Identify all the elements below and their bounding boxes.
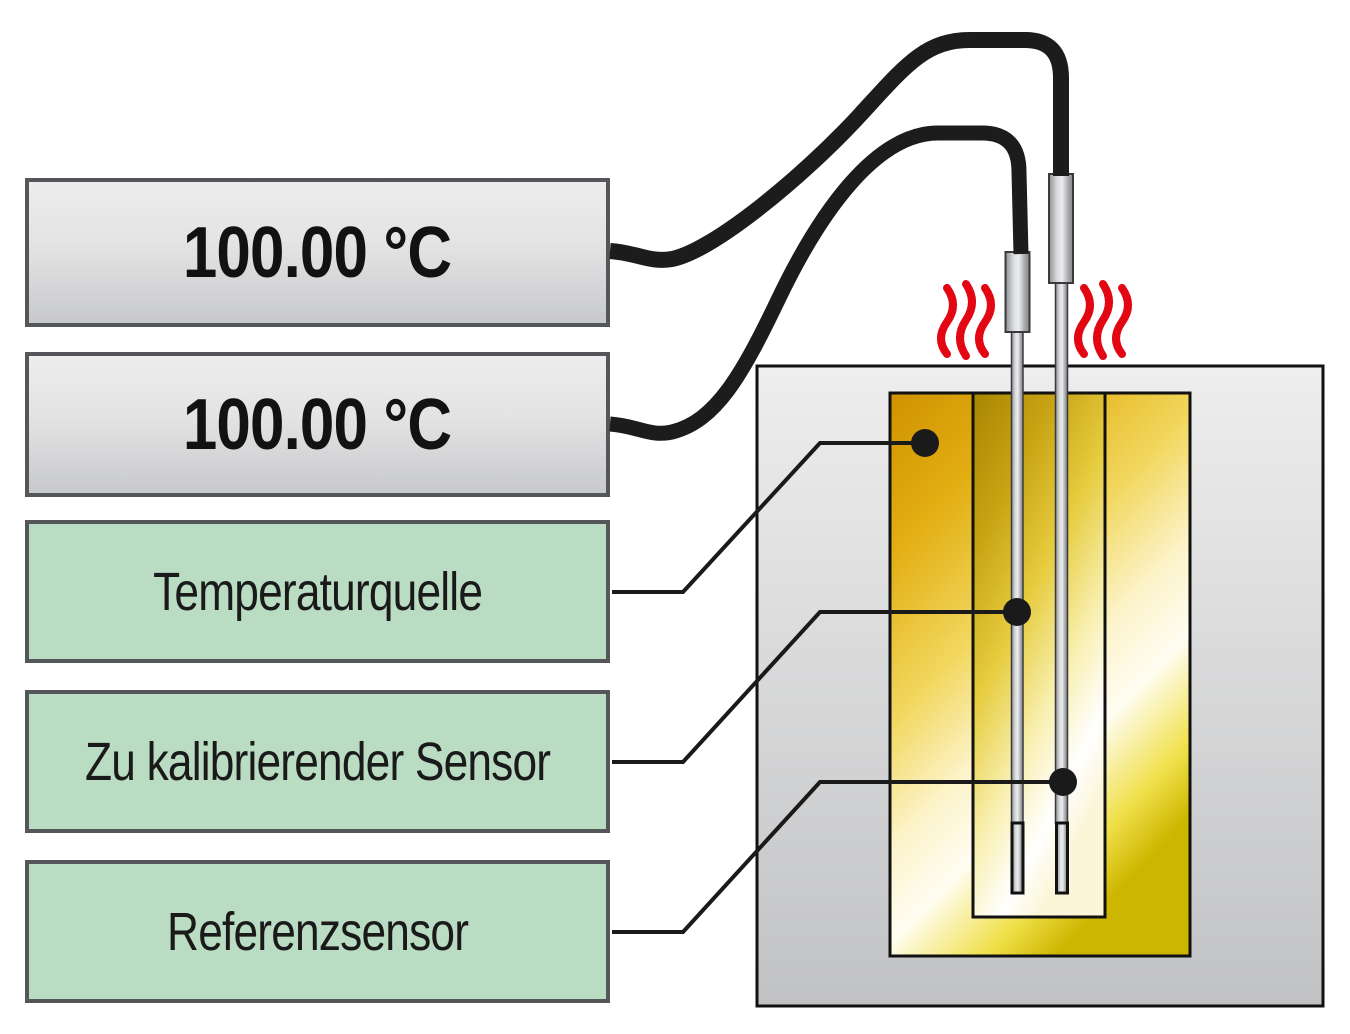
leader-line-referenzsensor [612, 780, 1063, 934]
cables [609, 32, 1069, 441]
heat-wave-stroke [937, 284, 957, 358]
callout-dot-zu-kalibrierender-sensor [1003, 598, 1031, 626]
reference-sensor-handle [1048, 173, 1074, 284]
heat-wave-stroke [975, 284, 995, 358]
leader-lines [612, 441, 1063, 934]
heat-wave-stroke [1093, 280, 1113, 360]
dut-sensor-handle [1004, 251, 1031, 333]
cable-display1-to-reference-sensor [609, 32, 1069, 268]
reference-sensor-tip [1055, 821, 1069, 895]
leader-line-zu-kalibrierender-sensor [612, 610, 1017, 764]
temperature-display-1: 100.00 °C [25, 178, 610, 327]
callout-dot-temperaturquelle [911, 429, 939, 457]
dut-sensor-rod [1010, 331, 1024, 824]
heat-wave-stroke [956, 280, 976, 360]
label-zu-kalibrierender-sensor: Zu kalibrierender Sensor [25, 690, 610, 833]
temperature-display-2: 100.00 °C [25, 352, 610, 497]
cable-display2-to-dut-sensor [609, 125, 1029, 441]
label-referenzsensor: Referenzsensor [25, 860, 610, 1003]
dut-sensor-probe [1004, 251, 1031, 895]
heat-waves-left-icon [937, 280, 995, 360]
label-zu-kalibrierender-sensor-text: Zu kalibrierender Sensor [84, 731, 551, 792]
heat-waves-right-icon [1074, 280, 1132, 360]
label-temperaturquelle: Temperaturquelle [25, 520, 610, 663]
label-referenzsensor-text: Referenzsensor [166, 901, 469, 962]
callout-dot-referenzsensor [1049, 768, 1077, 796]
reference-sensor-rod [1054, 282, 1069, 824]
heat-wave-stroke [1074, 284, 1094, 358]
heat-wave-stroke [1112, 284, 1132, 358]
reference-sensor-probe [1048, 173, 1074, 895]
callout-dots [911, 429, 1077, 796]
dut-sensor-tip [1010, 821, 1025, 895]
calibration-well [971, 391, 1107, 919]
temperature-reading-1: 100.00 °C [183, 212, 452, 293]
temperature-reading-2: 100.00 °C [183, 384, 452, 465]
label-temperaturquelle-text: Temperaturquelle [152, 561, 483, 622]
leader-line-temperaturquelle [612, 441, 925, 594]
